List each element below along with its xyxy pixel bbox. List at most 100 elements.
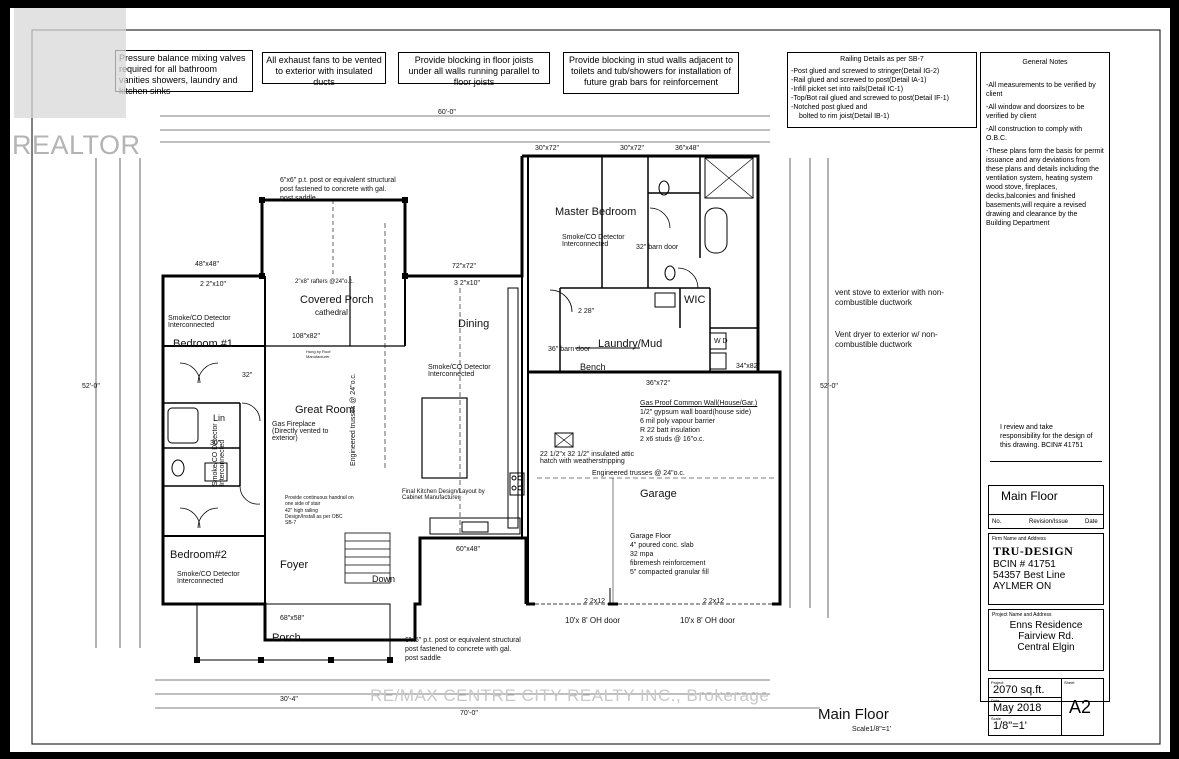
dim-left-total: 52'-0" — [82, 383, 100, 390]
project-line1: Enns Residence — [1009, 620, 1083, 631]
room-garage: Garage — [640, 488, 677, 500]
project-caption: Project Name and Address — [992, 612, 1052, 618]
row-divider-1 — [989, 697, 1061, 698]
plan-scale: Scale1/8"=1' — [852, 726, 892, 733]
col-date: Date — [1085, 519, 1098, 525]
general-notes-box — [980, 52, 1110, 702]
plan-title: Main Floor — [818, 706, 889, 723]
note-mixing-valves: Pressure balance mixing valves required … — [115, 50, 253, 96]
firm-bcin: BCIN # 41751 — [993, 559, 1056, 570]
note-floor-blocking: Provide blocking in floor joists under a… — [398, 52, 550, 87]
room-linen: Lin — [213, 413, 226, 423]
row-divider-2 — [989, 715, 1061, 716]
scale-label: Scale — [991, 716, 1002, 721]
note-gas-proof: Gas Proof Common Wall(House/Gar.) — [640, 400, 758, 407]
win-60x48: 60"x48" — [456, 546, 481, 553]
general-note: -All measurements to be verified by clie… — [986, 82, 1096, 98]
note-rafters: 2"x8" rafters @24"o.c. — [295, 279, 354, 285]
win-36x72: 36"x72" — [646, 380, 671, 387]
win-108x82: 108"x82" — [292, 333, 320, 340]
sheet-divider — [1061, 679, 1062, 735]
review-note: I review and take responsibility for the… — [1000, 424, 1093, 449]
col-revision: Revision/Issue — [1029, 519, 1069, 525]
scale-value: 1/8"=1' — [993, 720, 1027, 732]
note-garage-trusses: Engineered trusses @ 24"o.c. — [592, 470, 685, 477]
railing-title: Railing Details as per SB-7 — [840, 56, 924, 63]
date-value: May 2018 — [993, 702, 1042, 714]
header-a: 2 2"x10" — [200, 281, 226, 288]
railing-item: -Rail glued and screwed to post(Detail I… — [791, 77, 927, 84]
win-30x72-a: 30"x72" — [535, 145, 560, 152]
win-72x72: 72"x72" — [452, 263, 477, 270]
note-fireplace: Gas Fireplace (Directly vented to exteri… — [272, 421, 329, 442]
review-line — [990, 461, 1102, 462]
gas-proof-item: 1/2" gypsum wall board(house side) — [640, 409, 752, 416]
gas-proof-item: 6 mil poly vapour barrier — [640, 418, 716, 425]
general-notes: General Notes -All measurements to be ve… — [986, 58, 1104, 228]
door-30: 30" — [210, 440, 221, 447]
room-wic: WIC — [684, 294, 706, 306]
railing-item: -Post glued and screwed to stringer(Deta… — [791, 68, 940, 75]
project-line3: Central Elgin — [1017, 642, 1075, 653]
win-36x48: 36"x48" — [675, 145, 700, 152]
railing-item: -Notched post glued and — [791, 104, 868, 111]
room-bedroom-1: Bedroom #1 — [173, 338, 233, 350]
note-barn-door-32: 32" barn door — [636, 244, 679, 251]
door-28: 2 28" — [578, 308, 595, 315]
dim-overall: 60'-0" — [438, 109, 456, 116]
general-note: -These plans form the basis for permit i… — [986, 148, 1104, 227]
dim-overall-bottom: 70'-0" — [460, 710, 478, 717]
date-label: Date — [991, 698, 1000, 703]
firm-name: TRU-DESIGN — [993, 544, 1074, 558]
note-post-top: 6"x6" p.t. post or equivalent structural… — [280, 177, 396, 202]
garage-door-2: 10'x 8' OH door — [680, 616, 736, 625]
note-smoke-vertical: Smoke/CO Detector Interconnected — [212, 423, 226, 486]
gas-proof-item: R 22 batt insulation — [640, 427, 700, 434]
room-foyer: Foyer — [280, 559, 309, 571]
door-32: 32" — [242, 372, 253, 379]
room-great-room: Great Room — [295, 404, 355, 416]
railing-item: -Infill picket set into rails(Detail IC-… — [791, 86, 904, 93]
gas-proof-item: 2 x6 studs @ 16"o.c. — [640, 436, 705, 443]
room-bedroom-2: Bedroom#2 — [170, 549, 227, 561]
note-grab-bars: Provide blocking in stud walls adjacent … — [563, 52, 739, 94]
stair-down: Down — [372, 574, 396, 584]
note-barn-door-36: 36" barn door — [548, 346, 591, 353]
room-bench: Bench — [580, 362, 606, 372]
note-handrail: Provide continuous handrail on one side … — [285, 495, 354, 507]
dim-right-total: 52'-0" — [820, 383, 838, 390]
note-house-trusses: Engineered trusses @ 24"o.c. — [350, 373, 357, 466]
note-exhaust-fans: All exhaust fans to be vented to exterio… — [262, 52, 386, 87]
note-kitchen: Final Kitchen Design/Layout by Cabinet M… — [402, 489, 485, 501]
area-value: 2070 sq.ft. — [993, 684, 1045, 696]
win-30x72-b: 30"x72" — [620, 145, 645, 152]
general-notes-title: General Notes — [1022, 59, 1068, 66]
note-post-bottom: 6"x6" p.t. post or equivalent structural… — [405, 637, 521, 662]
drawing-sheet: Pressure balance mixing valves required … — [10, 8, 1170, 752]
note-garage-floor: Garage Floor — [630, 533, 672, 540]
garage-floor-item: 5" compacted granular fill — [630, 569, 709, 576]
firm-address2: AYLMER ON — [993, 581, 1052, 592]
drawing-title: Main Floor — [1001, 489, 1058, 503]
project-label: Project — [991, 680, 1004, 685]
sheet-number: A2 — [1069, 697, 1092, 717]
garage-floor-item: 4" poured conc. slab — [630, 542, 694, 549]
washer-dryer: W D — [714, 338, 728, 345]
railing-details: Railing Details as per SB-7 -Post glued … — [787, 52, 977, 128]
title-block-sheet: Project Sheet Date Scale 2070 sq.ft. May… — [988, 678, 1104, 736]
note-smoke-bed1: Smoke/CO Detector Interconnected — [168, 315, 231, 329]
general-note: -All construction to comply with O.B.C. — [986, 126, 1083, 142]
brokerage-watermark: RE/MAX CENTRE CITY REALTY INC., Brokerag… — [370, 686, 770, 705]
room-dining: Dining — [458, 318, 490, 330]
garage-door-1: 10'x 8' OH door — [565, 616, 621, 625]
general-note: -All window and doorsizes to be verified… — [986, 104, 1085, 120]
note-vent-dryer: Vent dryer to exterior w/ non-combustibl… — [835, 330, 938, 349]
note-rafters-hung: Hung by Roof Manufacturer — [306, 349, 331, 359]
sheet-label: Sheet — [1064, 680, 1075, 685]
railing-item: bolted to rim joist(Detail IB-1) — [799, 113, 890, 120]
dim-bottom2: 30'-4" — [280, 696, 298, 703]
floor-plan-linework — [31, 29, 1161, 745]
revision-row: No. Revision/Issue Date — [989, 514, 1103, 529]
room-porch: Porch — [272, 632, 301, 644]
realtor-logo: REALTOR — [10, 8, 140, 160]
